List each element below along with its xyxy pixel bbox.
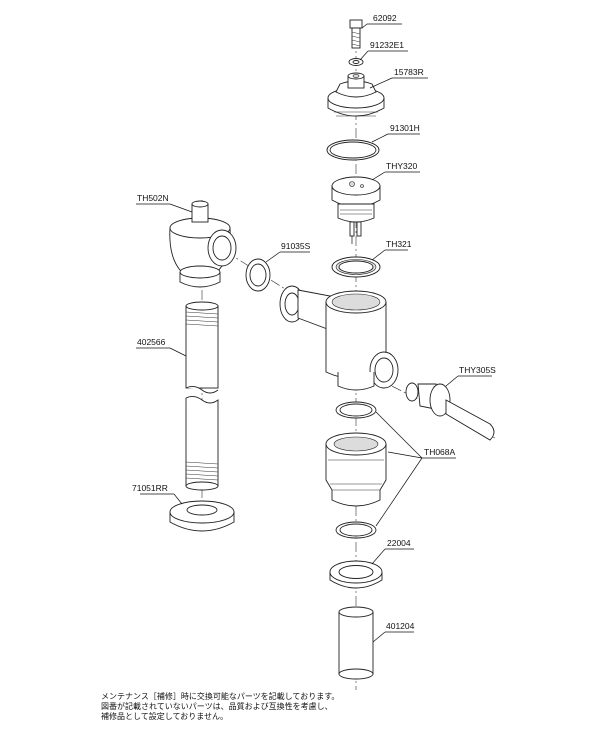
main-valve-body bbox=[279, 285, 399, 391]
part-THY305S-handle bbox=[405, 382, 495, 441]
label-401204: 401204 bbox=[386, 621, 415, 631]
part-22004-nut bbox=[329, 560, 383, 589]
maintenance-note-line-3: 補修品として設定しておりません。 bbox=[101, 712, 229, 721]
part-TH321-ring bbox=[331, 256, 381, 278]
label-TH068A: TH068A bbox=[424, 447, 456, 457]
part-91035S-gasket bbox=[245, 258, 271, 292]
label-91035S: 91035S bbox=[281, 241, 311, 251]
part-THY320-piston bbox=[331, 176, 381, 244]
part-TH068A-seal-bottom bbox=[335, 521, 377, 539]
label-THY320: THY320 bbox=[386, 161, 417, 171]
label-62092: 62092 bbox=[373, 13, 397, 23]
part-TH068A-vacuum-breaker bbox=[325, 432, 387, 507]
part-91232E1-washer bbox=[348, 58, 364, 66]
part-15783R-cap bbox=[327, 72, 385, 117]
part-402566-pipe bbox=[185, 301, 219, 491]
leader-lines bbox=[136, 23, 492, 643]
label-15783R: 15783R bbox=[394, 67, 424, 77]
part-401204-tube bbox=[338, 606, 374, 680]
label-22004: 22004 bbox=[387, 538, 411, 548]
part-91301H-o-ring bbox=[326, 139, 380, 161]
label-71051RR: 71051RR bbox=[132, 483, 168, 493]
maintenance-note-line-1: メンテナンス［補修］時に交換可能なパーツを記載しております。 bbox=[101, 692, 340, 701]
label-91301H: 91301H bbox=[390, 123, 420, 133]
part-TH502N-stop-valve bbox=[169, 200, 237, 288]
part-71051RR-escutcheon bbox=[169, 500, 235, 532]
label-402566: 402566 bbox=[137, 337, 166, 347]
maintenance-note-line-2: 図番が記載されていないパーツは、品質および互換性を考慮し、 bbox=[101, 702, 333, 711]
part-TH068A-seal-top bbox=[335, 401, 377, 419]
maintenance-note: メンテナンス［補修］時に交換可能なパーツを記載しております。 図番が記載されてい… bbox=[101, 692, 401, 722]
label-TH502N: TH502N bbox=[137, 193, 169, 203]
label-91232E1: 91232E1 bbox=[370, 40, 404, 50]
part-62092-screw bbox=[349, 19, 363, 49]
label-THY305S: THY305S bbox=[459, 365, 496, 375]
label-TH321: TH321 bbox=[386, 239, 412, 249]
